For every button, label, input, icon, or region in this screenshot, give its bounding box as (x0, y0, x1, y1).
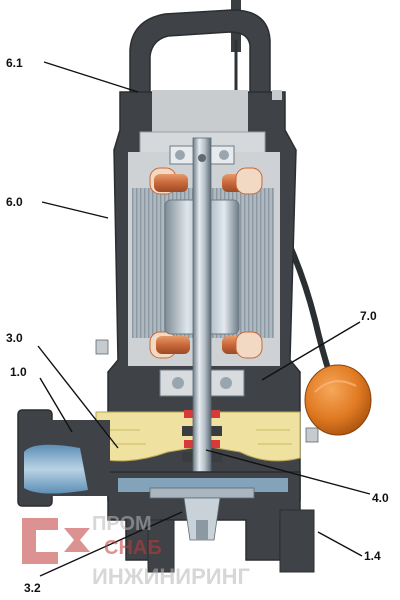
stator-winding-bottom (149, 331, 263, 359)
callout-labels: 6.1 6.0 7.0 3.0 1.0 4.0 1.4 3.2 (6, 56, 389, 595)
watermark-line-2: СНАБ (104, 537, 162, 559)
label-7-0: 7.0 (360, 309, 377, 323)
stator-winding-top (149, 167, 263, 195)
housing-bolts (95, 90, 319, 443)
float-switch (304, 364, 372, 436)
watermark-line-1: ПРОМ (92, 513, 152, 535)
pump-foot-left (147, 519, 175, 573)
company-watermark: ПРОМ СНАБ ИНЖИНИРИНГ (22, 513, 250, 589)
label-1-4: 1.4 (364, 549, 381, 563)
label-3-0: 3.0 (6, 331, 23, 345)
label-3-2: 3.2 (24, 581, 41, 595)
label-6-1: 6.1 (6, 56, 23, 70)
label-6-0: 6.0 (6, 195, 23, 209)
watermark-line-3: ИНЖИНИРИНГ (92, 564, 250, 589)
watermark-logo-icon (22, 518, 90, 564)
pump-foot-right (279, 509, 315, 573)
impeller (149, 487, 255, 541)
discharge-flange (17, 409, 110, 507)
callout-leaders (37, 61, 371, 577)
label-1-0: 1.0 (10, 365, 27, 379)
top-chamber (152, 90, 248, 138)
label-4-0: 4.0 (372, 491, 389, 505)
